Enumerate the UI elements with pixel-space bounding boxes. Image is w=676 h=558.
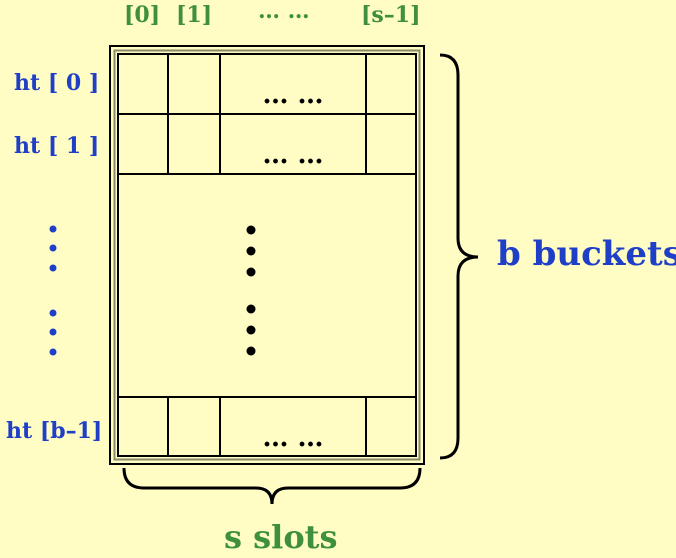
column-label-ellipsis: … … [258, 0, 310, 24]
row-label-0: ht [ 0 ] [14, 70, 100, 96]
cell-ellipsis-row-0: … … [262, 80, 323, 110]
bucket-row-1 [118, 114, 416, 175]
column-label-0: [0] [124, 2, 161, 28]
bucket-row-last [118, 396, 416, 456]
column-label-1: [1] [176, 2, 213, 28]
middle-frame [113, 49, 421, 461]
row-label-1: ht [ 1 ] [14, 133, 100, 159]
slots-brace [122, 467, 422, 505]
row-label-vertical-dots [49, 225, 57, 356]
cell-ellipsis-row-last: … … [262, 423, 323, 453]
inner-frame [117, 53, 417, 457]
column-label-last: [s–1] [361, 2, 421, 28]
table-vertical-dots [246, 225, 256, 356]
buckets-label: b buckets [497, 234, 676, 274]
slots-label: s slots [224, 518, 338, 556]
outer-frame [109, 45, 425, 465]
cell-ellipsis-row-1: … … [262, 140, 323, 170]
buckets-brace [439, 53, 479, 460]
row-label-last: ht [b–1] [6, 418, 103, 444]
